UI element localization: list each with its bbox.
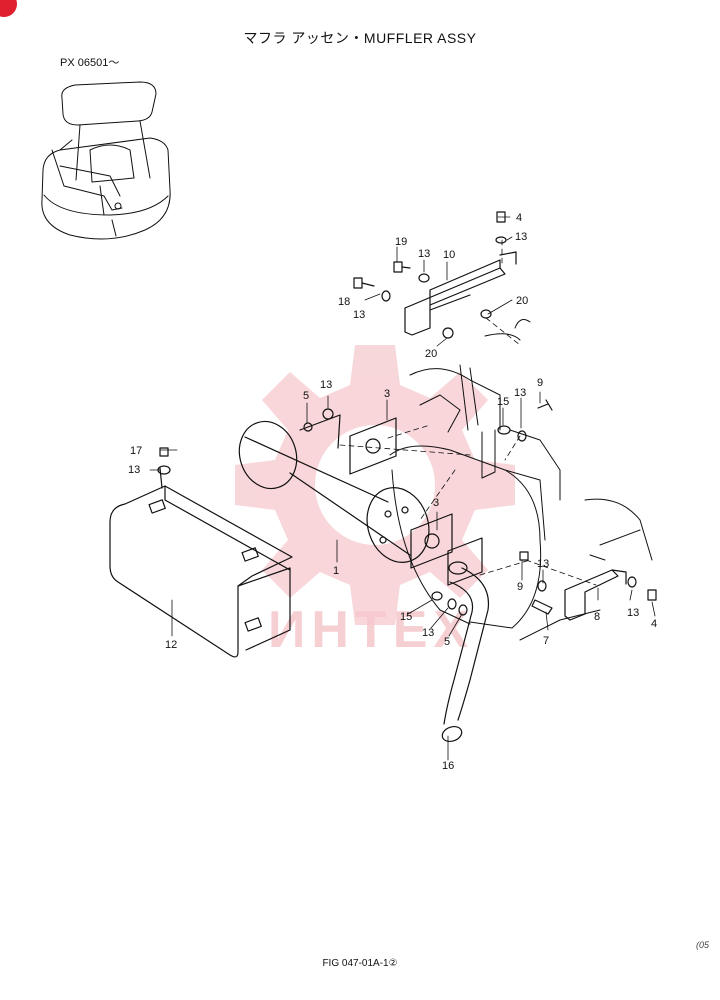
callout-16: 16 — [442, 760, 454, 772]
upper-bracket — [404, 251, 517, 336]
leader-lines — [149, 216, 656, 761]
callout-3: 3 — [384, 388, 390, 400]
callout-9: 9 — [517, 581, 523, 593]
callout-17: 17 — [130, 445, 142, 457]
callout-20: 20 — [516, 295, 528, 307]
callout-12: 12 — [165, 639, 177, 651]
page-title: マフラ アッセン・MUFFLER ASSY — [243, 30, 477, 46]
callout-4: 4 — [651, 618, 657, 630]
callout-13: 13 — [128, 464, 140, 476]
callout-9: 9 — [537, 377, 543, 389]
lower-bracket — [564, 569, 627, 621]
callout-15: 15 — [497, 396, 509, 408]
callout-13: 13 — [537, 558, 549, 570]
callout-13: 13 — [515, 231, 527, 243]
assembly-dashed-lines — [339, 239, 597, 586]
callout-19: 19 — [395, 236, 407, 248]
tail-pipe — [441, 561, 490, 743]
callout-3: 3 — [433, 497, 439, 509]
callout-4: 4 — [516, 212, 522, 224]
gasket-upper — [349, 417, 397, 475]
callout-13: 13 — [353, 309, 365, 321]
callout-1: 1 — [333, 565, 339, 577]
callout-10: 10 — [443, 249, 455, 261]
engine-housing — [389, 319, 653, 641]
callout-13: 13 — [422, 627, 434, 639]
machine-thumbnail — [41, 81, 171, 240]
gasket-lower — [410, 513, 453, 569]
callout-13: 13 — [418, 248, 430, 260]
callout-18: 18 — [338, 296, 350, 308]
callout-20: 20 — [425, 348, 437, 360]
muffler-cover — [109, 467, 293, 658]
callout-15: 15 — [400, 611, 412, 623]
callout-13: 13 — [627, 607, 639, 619]
serial-range: PX 06501～ — [60, 57, 120, 69]
callout-5: 5 — [444, 636, 450, 648]
hardware-parts — [157, 211, 657, 616]
corner-mark: (05 — [696, 940, 710, 950]
callout-13: 13 — [514, 387, 526, 399]
corner-badge — [0, 0, 17, 17]
callout-7: 7 — [543, 635, 549, 647]
callout-13: 13 — [320, 379, 332, 391]
muffler-body — [238, 414, 430, 563]
callout-8: 8 — [594, 611, 600, 623]
callout-5: 5 — [303, 390, 309, 402]
figure-reference: FIG 047-01A-1② — [322, 958, 398, 969]
exhaust-flange — [447, 537, 483, 586]
callout-labels: 4 13 19 13 10 18 13 20 20 13 5 3 9 13 15… — [128, 212, 657, 772]
